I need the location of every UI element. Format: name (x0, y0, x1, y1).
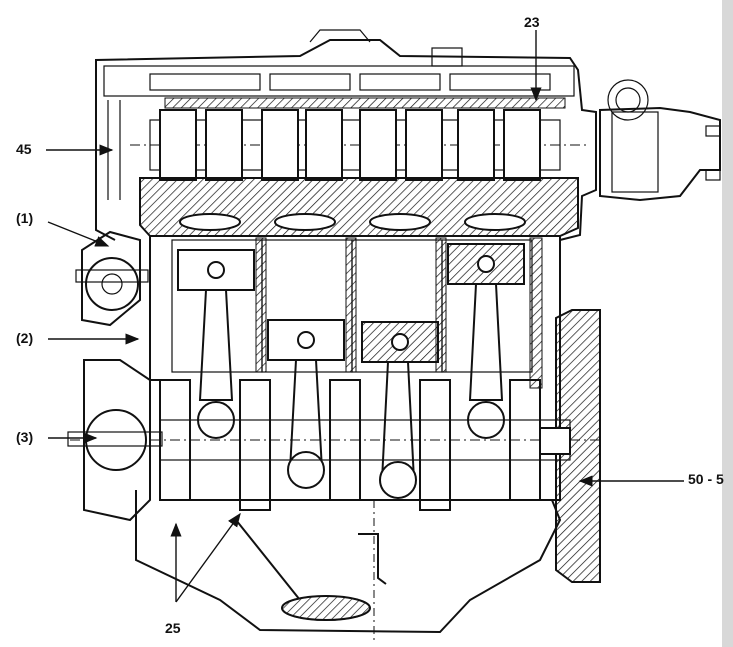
callout-2: (2) (16, 330, 34, 346)
callout-25: 25 (165, 620, 181, 636)
callout-1: (1) (16, 210, 34, 226)
camshaft (130, 97, 590, 181)
callout-23: 23 (524, 14, 540, 30)
front-pulleys (67, 70, 163, 522)
leader-25b (175, 512, 241, 603)
distributor (599, 79, 721, 202)
crankshaft (70, 379, 600, 511)
pistons (177, 243, 525, 363)
leader-1 (47, 221, 110, 247)
callout-50: 50 - 5 (688, 471, 724, 487)
callout-3: (3) (16, 429, 34, 445)
oil-pan (135, 490, 562, 634)
flywheel (555, 309, 601, 583)
scan-edge (722, 0, 733, 647)
callout-45: 45 (16, 141, 32, 157)
